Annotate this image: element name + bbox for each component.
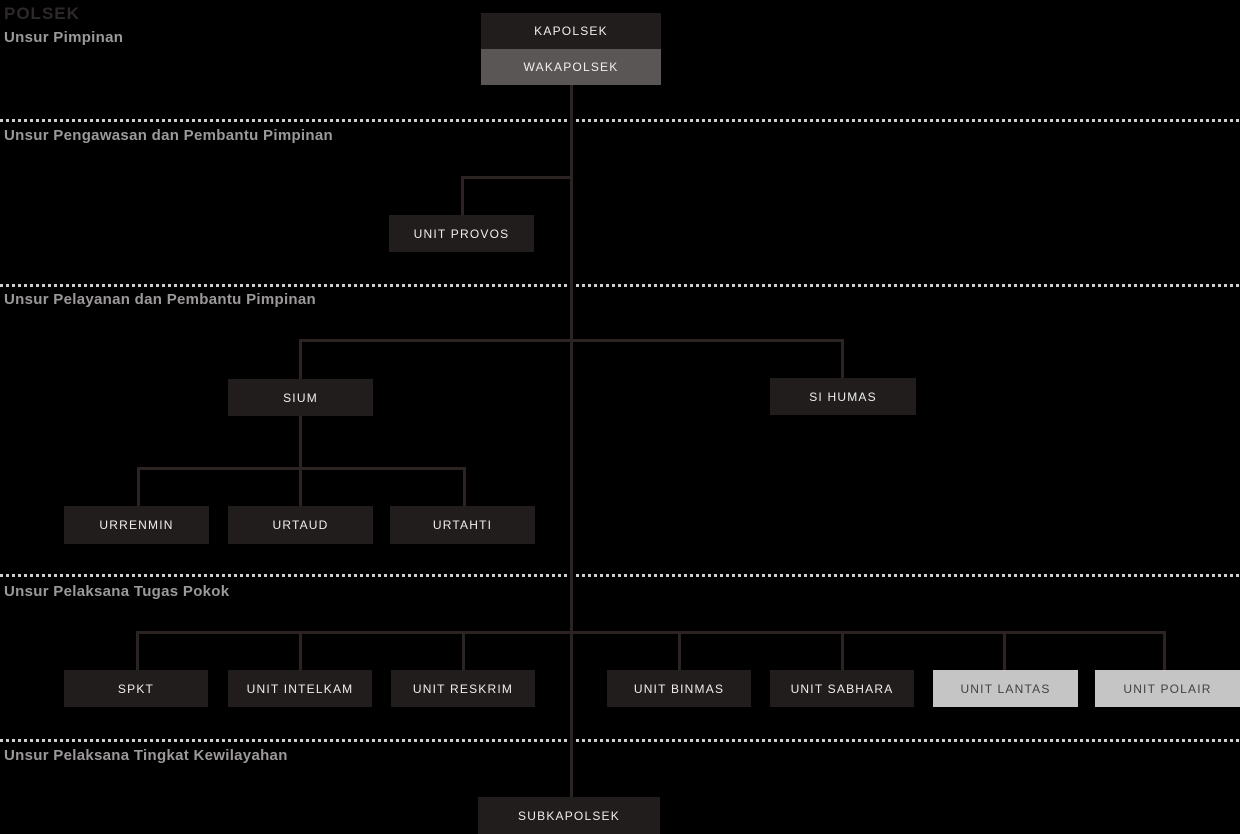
connector-sium-down	[299, 416, 302, 468]
node-urtahti: URTAHTI	[390, 506, 535, 544]
node-urrenmin: URRENMIN	[64, 506, 209, 544]
section-divider	[0, 574, 1240, 577]
node-unit-binmas: UNIT BINMAS	[607, 670, 751, 707]
section-label-unsur-pelayanan: Unsur Pelayanan dan Pembantu Pimpinan	[4, 291, 317, 308]
node-spkt: SPKT	[64, 670, 208, 707]
node-urtaud: URTAUD	[228, 506, 373, 544]
section-label-unsur-pelaksana-tugas-pokok: Unsur Pelaksana Tugas Pokok	[4, 583, 230, 600]
node-unit-lantas: UNIT LANTAS	[933, 670, 1078, 707]
node-unit-polair: UNIT POLAIR	[1095, 670, 1240, 707]
section-divider	[0, 284, 1240, 287]
section-divider	[0, 119, 1240, 122]
node-kapolsek: KAPOLSEK	[481, 13, 661, 49]
connector-provos-vertical	[461, 176, 464, 216]
connector-provos-horizontal	[461, 176, 573, 179]
node-subkapolsek: SUBKAPOLSEK	[478, 797, 660, 834]
connector-urtaud-drop	[299, 467, 302, 507]
node-si-humas: SI HUMAS	[770, 378, 916, 415]
section-label-unsur-pelaksana-kewilayahan: Unsur Pelaksana Tingkat Kewilayahan	[4, 747, 288, 764]
connector-row4-horizontal	[136, 631, 1166, 634]
connector-sabhara-drop	[841, 631, 844, 671]
connector-reskrim-drop	[462, 631, 465, 671]
node-unit-provos: UNIT PROVOS	[389, 215, 534, 252]
connector-main-vertical	[570, 85, 573, 797]
connector-urrenmin-drop	[137, 467, 140, 507]
connector-sihumas-drop	[841, 339, 844, 379]
section-divider	[0, 739, 1240, 742]
node-sium: SIUM	[228, 379, 373, 416]
node-unit-sabhara: UNIT SABHARA	[770, 670, 914, 707]
connector-polair-drop	[1163, 631, 1166, 671]
node-unit-reskrim: UNIT RESKRIM	[391, 670, 535, 707]
section-label-unsur-pimpinan: Unsur Pimpinan	[4, 29, 124, 46]
node-wakapolsek: WAKAPOLSEK	[481, 49, 661, 85]
section-label-unsur-pengawasan: Unsur Pengawasan dan Pembantu Pimpinan	[4, 127, 333, 144]
node-unit-intelkam: UNIT INTELKAM	[228, 670, 372, 707]
connector-spkt-drop	[136, 631, 139, 671]
connector-lantas-drop	[1003, 631, 1006, 671]
connector-urtahti-drop	[463, 467, 466, 507]
connector-intelkam-drop	[299, 631, 302, 671]
connector-binmas-drop	[678, 631, 681, 671]
chart-title: POLSEK	[4, 4, 80, 23]
connector-sium-drop	[299, 339, 302, 380]
connector-row2-horizontal	[299, 339, 844, 342]
